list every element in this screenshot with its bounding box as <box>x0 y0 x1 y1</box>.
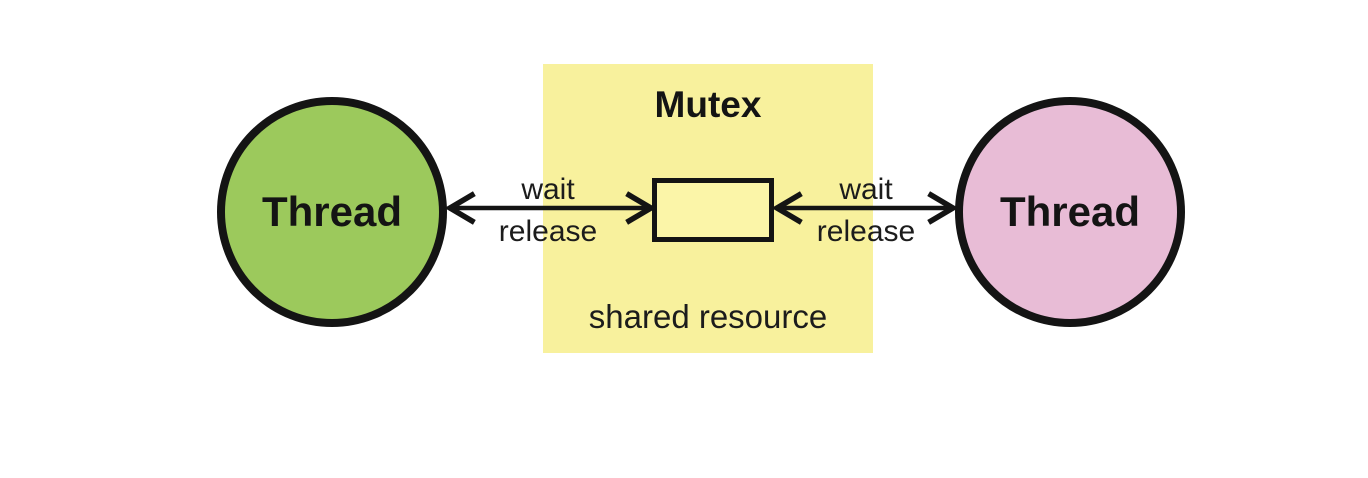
right-arrow-release-label: release <box>816 215 916 248</box>
right-arrow-wait-label: wait <box>839 173 893 206</box>
mutex-box <box>652 178 774 242</box>
left-arrow-release-label: release <box>498 215 598 248</box>
mutex-title: Mutex <box>654 84 762 125</box>
left-thread-label: Thread <box>261 188 403 235</box>
right-thread-node: Thread <box>955 97 1185 327</box>
left-thread-node: Thread <box>217 97 447 327</box>
left-arrow-wait-label: wait <box>521 173 575 206</box>
right-thread-label: Thread <box>999 188 1141 235</box>
shared-resource-label: shared resource <box>588 298 828 335</box>
